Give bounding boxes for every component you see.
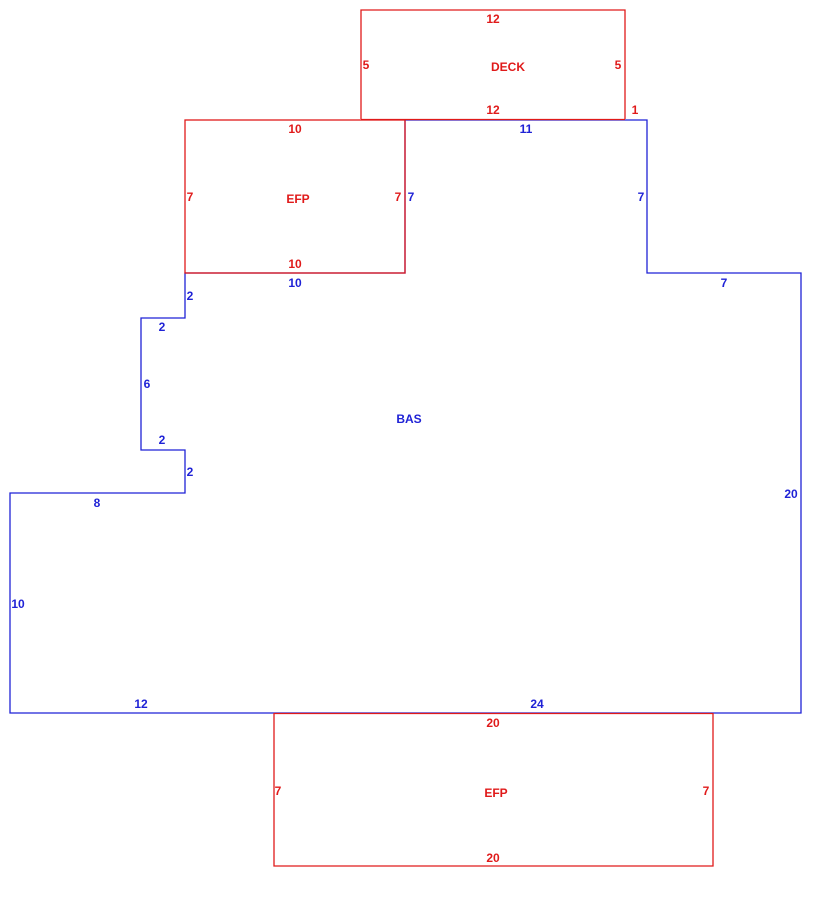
deck-dim-offset: 1 [632,103,639,117]
efp-bottom-outline [273,713,714,867]
bas-dim-right-side: 20 [784,487,798,501]
efp-top-outline [184,119,406,274]
bas-dim-bottom-left: 12 [134,697,148,711]
bas-dim-notch-lower-run: 2 [159,433,166,447]
bas-dim-notch-upper-run: 2 [159,320,166,334]
efp-bottom-dim-top: 20 [486,716,500,730]
bas-dim-right-drop: 7 [638,190,645,204]
efp-top-label: EFP [286,192,309,206]
efp-top-dim-bottom: 10 [288,257,302,271]
efp-bottom-dim-left: 7 [275,784,282,798]
bas-dim-right-step: 7 [721,276,728,290]
efp-bottom-dim-bottom: 20 [486,851,500,865]
deck-dim-left: 5 [363,58,370,72]
bas-dim-left-side: 10 [11,597,25,611]
efp-top-dim-right: 7 [395,190,402,204]
deck-dim-bottom: 12 [486,103,500,117]
bas-dim-notch-lower: 2 [187,465,194,479]
bas-label: BAS [396,412,421,426]
efp-bottom-label: EFP [484,786,507,800]
bas-dim-top-right: 11 [520,122,533,136]
bas-dim-left-step: 8 [94,496,101,510]
deck-outline [360,9,626,119]
bas-dim-efp-right: 7 [408,190,415,204]
efp-top-dim-left: 7 [187,190,194,204]
bas-dim-notch-depth: 6 [144,377,151,391]
bas-outline [9,119,802,714]
efp-bottom-dim-right: 7 [703,784,710,798]
bas-dim-notch-upper: 2 [187,289,194,303]
bas-dim-bottom-right: 24 [530,697,544,711]
deck-dim-right: 5 [615,58,622,72]
efp-top-dim-top: 10 [288,122,302,136]
deck-label: DECK [491,60,525,74]
deck-dim-top: 12 [486,12,500,26]
bas-dim-under-efp: 10 [288,276,302,290]
